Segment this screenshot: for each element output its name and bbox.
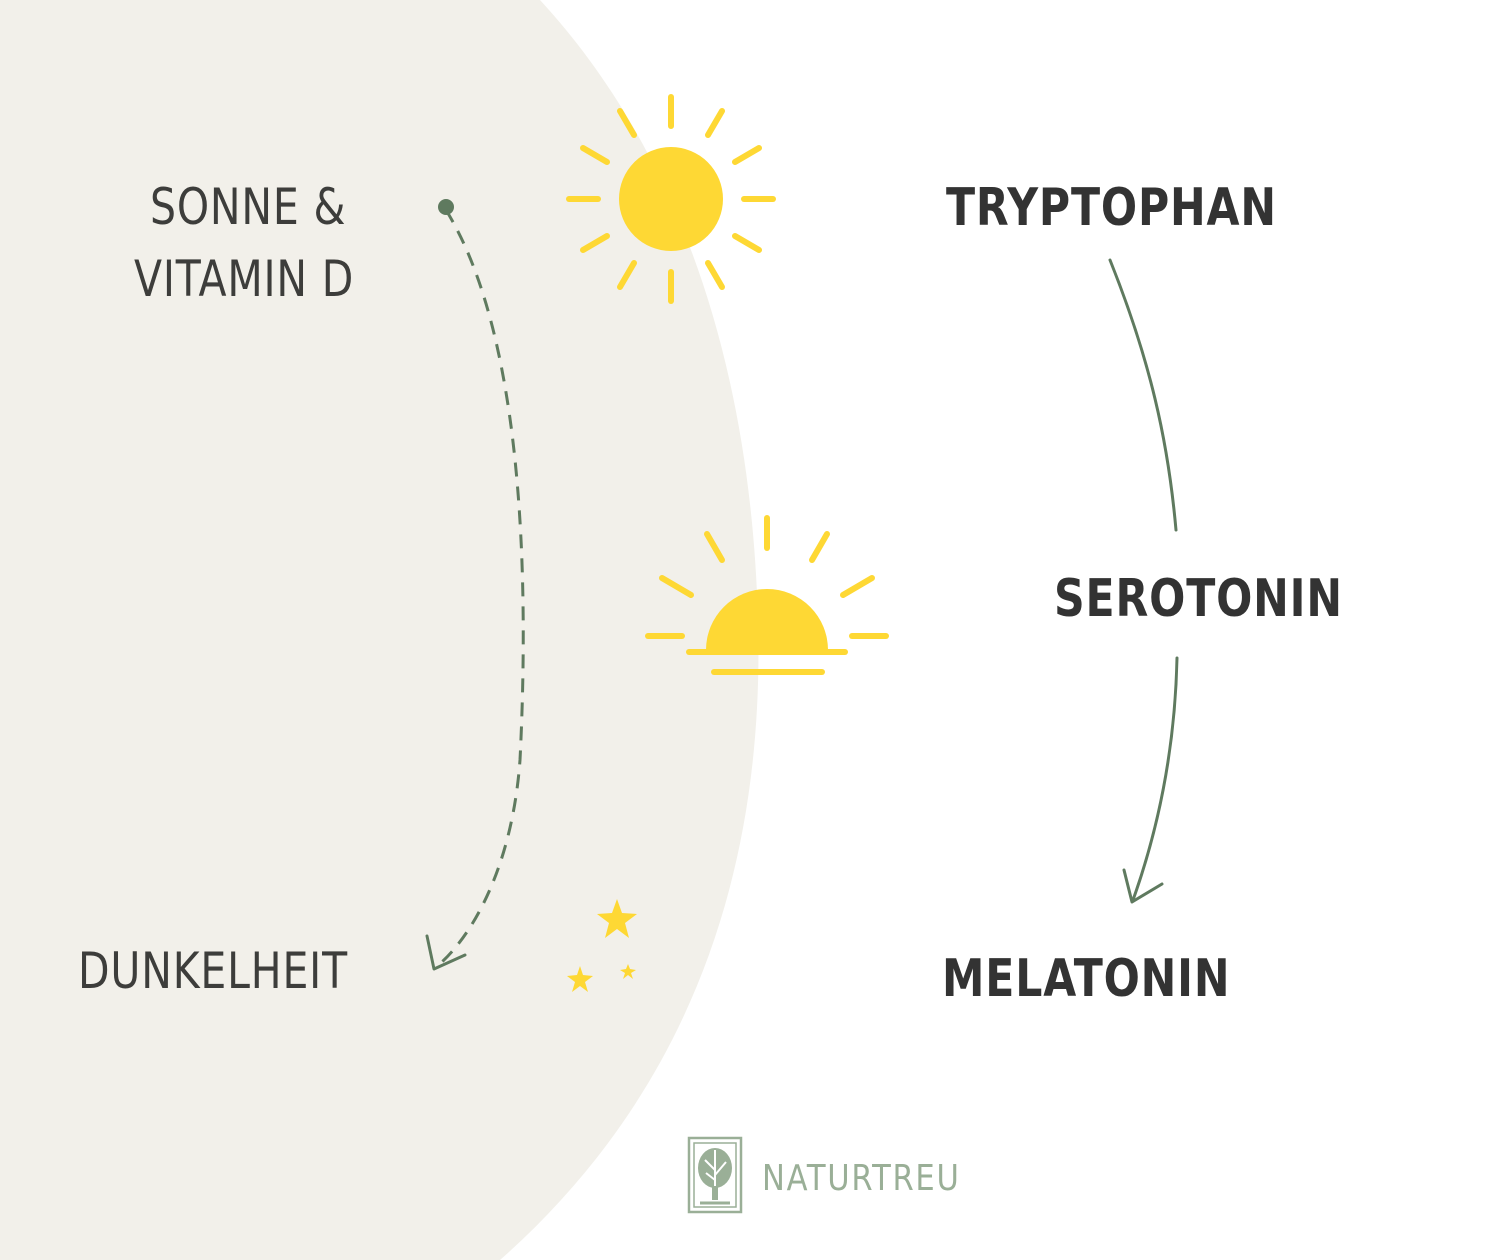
sunset-icon	[645, 515, 889, 675]
dashed-arrow-line	[434, 209, 525, 970]
tree-logo-icon	[687, 1136, 743, 1214]
label-sun-vitamin-d: SONNE &	[150, 182, 346, 232]
label-sun-line2: VITAMIN D	[134, 250, 355, 308]
dashed-arrow-sun-to-darkness	[425, 199, 525, 971]
arrow-head	[1122, 868, 1164, 904]
star-large-icon	[597, 899, 637, 938]
brand-name: NATURTREU	[762, 1158, 961, 1199]
label-tryptophan: TRYPTOPHAN	[946, 178, 1277, 238]
label-melatonin: MELATONIN	[942, 949, 1231, 1009]
moon-stars-icon	[556, 886, 697, 1057]
label-vitamin-d: VITAMIN D	[134, 254, 354, 304]
arrow-start-dot	[438, 199, 454, 215]
dashed-arrow-head	[425, 934, 467, 971]
label-sun-line1: SONNE &	[150, 178, 347, 236]
label-darkness: DUNKELHEIT	[78, 942, 348, 1000]
arrow-tryptophan-to-serotonin	[1108, 258, 1178, 532]
arrow-serotonin-to-melatonin	[1122, 656, 1179, 904]
star-small-icon	[620, 964, 636, 979]
sun-icon	[566, 94, 776, 304]
day-night-panel	[0, 0, 759, 1260]
star-medium-icon	[567, 966, 593, 992]
label-serotonin: SEROTONIN	[1054, 569, 1343, 629]
